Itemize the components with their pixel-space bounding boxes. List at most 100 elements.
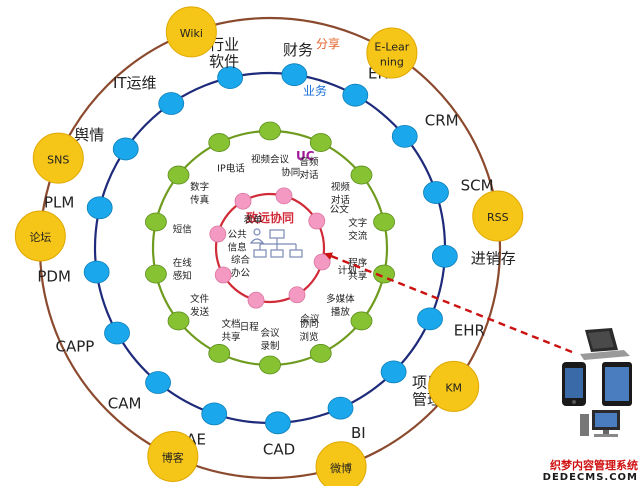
business-node xyxy=(417,307,443,331)
business-node-label: CAD xyxy=(263,441,295,459)
uc-ring-label: UC xyxy=(296,149,315,163)
laptop-icon xyxy=(580,328,630,360)
business-node xyxy=(217,66,244,90)
core-node-label: 公文 xyxy=(330,204,350,216)
core-node-label: 计划 xyxy=(338,264,357,276)
uc-node-label: 视频会议 xyxy=(251,154,290,166)
uc-node-label: 协同浏览 xyxy=(300,318,319,343)
core-node-label: 协同 xyxy=(281,166,300,178)
uc-node xyxy=(309,133,332,152)
business-node xyxy=(281,63,308,87)
business-node-label: 财务 xyxy=(283,41,313,59)
core-node-layer xyxy=(209,187,331,309)
uc-node-label: IP电话 xyxy=(217,162,245,174)
business-node xyxy=(423,181,449,204)
uc-node xyxy=(259,355,281,375)
org-chart-icon xyxy=(249,228,303,258)
uc-node-label: 视频对话 xyxy=(331,181,351,206)
business-node-label: 进销存 xyxy=(471,249,516,267)
uc-node xyxy=(208,133,231,152)
business-node-label: SCM xyxy=(461,176,494,194)
uc-label-layer: 视频会议音频对话视频对话文字交流程序共享多媒体播放协同浏览会议录制文档共享文件发… xyxy=(173,154,368,352)
core-node-label: 会议 xyxy=(300,313,320,325)
device-cluster xyxy=(562,328,632,437)
business-node xyxy=(158,92,185,115)
core-node xyxy=(275,187,293,205)
uc-node xyxy=(350,165,373,185)
uc-node-label: 音频对话 xyxy=(300,156,320,181)
core-node xyxy=(234,192,252,210)
business-node xyxy=(265,411,291,435)
core-node xyxy=(214,266,232,284)
core-node xyxy=(288,286,306,304)
device-connection-arrow xyxy=(324,252,573,354)
business-node-label: IT运维 xyxy=(113,74,157,92)
business-node xyxy=(391,124,418,148)
share-ring-label: 分享 xyxy=(316,36,340,51)
watermark-line-1: 织梦内容管理系统 xyxy=(550,459,638,472)
share-node-label: RSS xyxy=(487,211,509,224)
share-node xyxy=(32,132,84,184)
business-node xyxy=(112,137,139,161)
business-node xyxy=(342,83,369,107)
core-node-label: 表单 xyxy=(243,214,263,226)
uc-node-label: 多媒体播放 xyxy=(326,293,355,318)
share-node xyxy=(14,210,66,262)
tablet-icon xyxy=(602,362,632,406)
share-node xyxy=(366,27,418,79)
share-node xyxy=(428,360,480,412)
uc-node-label: 文字交流 xyxy=(348,217,368,242)
uc-node xyxy=(145,264,167,284)
business-node-label: PDM xyxy=(37,268,71,286)
business-node-label: CAPP xyxy=(55,338,94,356)
core-node xyxy=(313,253,331,271)
uc-node xyxy=(259,121,281,141)
share-node xyxy=(165,6,217,58)
share-node xyxy=(315,441,367,486)
business-ring-label: 业务 xyxy=(303,83,327,98)
business-node-label: 舆情 xyxy=(74,126,104,144)
core-ring-label: 致远协同 xyxy=(246,210,294,225)
share-node xyxy=(472,190,524,242)
share-node-label: Wiki xyxy=(180,27,203,40)
business-node xyxy=(83,260,110,284)
business-node xyxy=(104,321,130,345)
core-node-label: 综合办公 xyxy=(231,254,251,279)
share-node-label: 微博 xyxy=(330,461,352,475)
business-node xyxy=(380,360,407,384)
business-node xyxy=(145,371,171,394)
desktop-computer-icon xyxy=(580,410,620,437)
core-collaboration-ring xyxy=(214,192,326,304)
business-node-label: EHR xyxy=(454,321,485,339)
business-node-label: CAM xyxy=(108,394,142,412)
uc-node-layer xyxy=(145,121,395,375)
uc-node-label: 文档共享 xyxy=(221,318,240,343)
business-node-layer xyxy=(83,63,458,435)
smartphone-icon xyxy=(562,362,586,406)
share-node-label: SNS xyxy=(47,153,69,166)
uc-node-label: 在线感知 xyxy=(173,257,193,282)
business-node-label: CRM xyxy=(425,112,459,130)
business-node-label: 行业软件 xyxy=(209,36,239,71)
business-node xyxy=(327,396,354,420)
core-node xyxy=(308,212,326,230)
uc-node-label: 数字传真 xyxy=(190,181,209,206)
business-node xyxy=(86,196,113,220)
business-node xyxy=(201,402,228,426)
share-node-label: KM xyxy=(445,382,462,395)
uc-node xyxy=(208,344,231,363)
uc-node-label: 程序共享 xyxy=(348,257,368,282)
share-node-label: 博客 xyxy=(162,451,184,465)
share-node-label: 论坛 xyxy=(29,230,51,244)
core-node-label: 公共信息 xyxy=(228,229,248,253)
core-node xyxy=(247,291,265,309)
ring-titles-layer: 分享 业务 UC 致远协同 xyxy=(246,36,340,225)
uc-node xyxy=(350,311,373,331)
watermark-line-2: DEDECMS.COM xyxy=(542,472,638,483)
business-node-label: PLM xyxy=(44,194,74,212)
uc-node-label: 会议录制 xyxy=(260,327,280,352)
uc-node xyxy=(309,344,332,363)
